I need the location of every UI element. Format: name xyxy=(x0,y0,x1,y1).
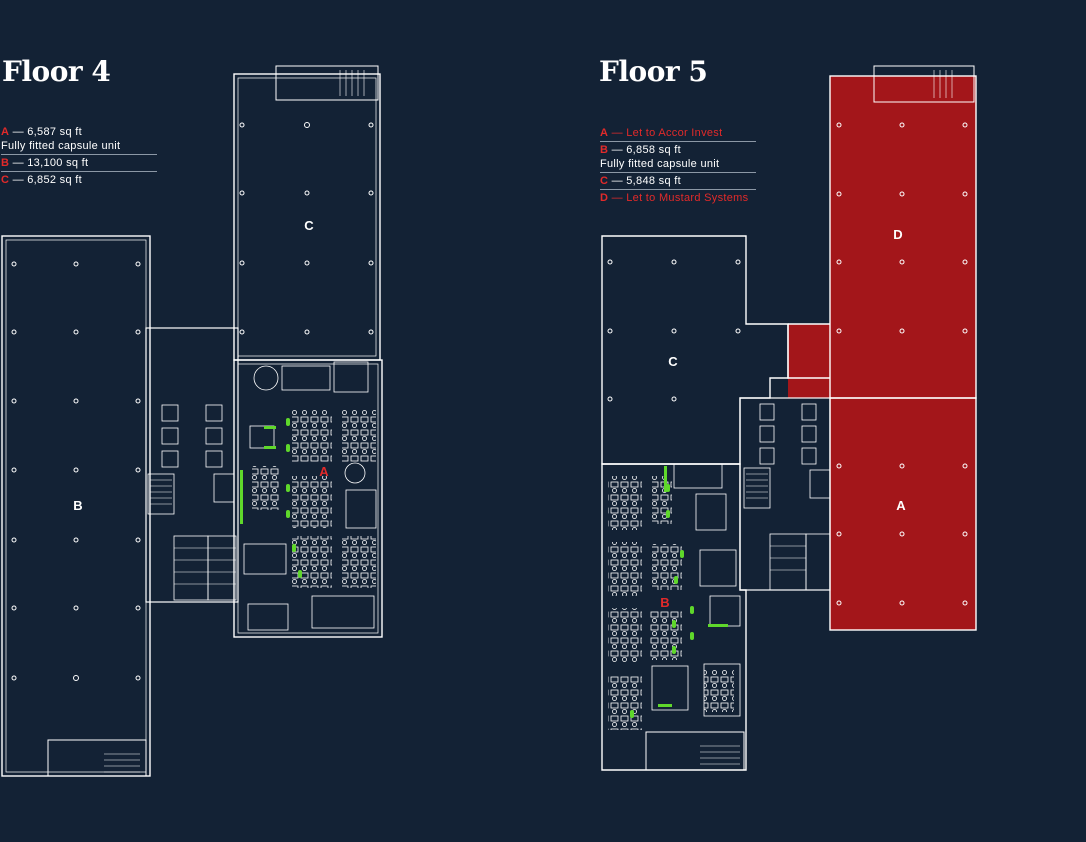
legend-key: D xyxy=(600,192,609,204)
legend-note: Fully fitted capsule unit xyxy=(1,140,121,152)
legend-entry-a: A — Let to Accor Invest xyxy=(600,125,756,142)
unit-d-extension-fill xyxy=(788,324,976,398)
legend-entry-d: D — Let to Mustard Systems xyxy=(600,190,756,206)
legend-entry-a: A — 6,587 sq ft Fully fitted capsule uni… xyxy=(1,124,157,155)
floor-5-workstations xyxy=(608,476,734,730)
legend-status: — Let to Accor Invest xyxy=(608,127,723,139)
floor-4-unit-c-label: C xyxy=(304,218,314,233)
legend-entry-c: C — 6,852 sq ft xyxy=(1,172,157,188)
floor-5-unit-a-label: A xyxy=(896,498,906,513)
legend-key: C xyxy=(600,175,609,187)
floor-4-fitout-highlights xyxy=(240,418,302,578)
legend-entry-b: B — 13,100 sq ft xyxy=(1,155,157,172)
floor-4-unit-a-label: A xyxy=(319,464,329,479)
legend-key: B xyxy=(600,144,609,156)
legend-area: — 5,848 sq ft xyxy=(608,175,681,187)
floor-5-columns xyxy=(607,122,968,606)
core-outline xyxy=(739,397,831,591)
legend-note: Fully fitted capsule unit xyxy=(600,158,720,170)
unit-d-fill xyxy=(788,76,976,398)
legend-area: — 6,858 sq ft xyxy=(608,144,681,156)
floor-5-title: Floor 5 xyxy=(599,55,708,88)
floor-4-legend: A — 6,587 sq ft Fully fitted capsule uni… xyxy=(1,124,157,188)
floor-4-plan xyxy=(1,65,383,777)
core-outline xyxy=(145,327,239,603)
legend-key: A xyxy=(600,127,609,139)
unit-c-outline xyxy=(233,73,381,361)
legend-area: — 6,587 sq ft xyxy=(9,126,82,138)
legend-status: — Let to Mustard Systems xyxy=(608,192,749,204)
legend-key: C xyxy=(1,174,10,186)
floor-4-columns xyxy=(11,122,374,681)
floor-5-let-areas xyxy=(788,76,976,630)
floor-4-unit-b-label: B xyxy=(73,498,82,513)
floor-5-unit-b-label: B xyxy=(660,595,669,610)
legend-entry-c: C — 5,848 sq ft xyxy=(600,173,756,190)
floor-4-title: Floor 4 xyxy=(2,55,111,88)
legend-area: — 13,100 sq ft xyxy=(9,157,89,169)
floor-4-workstations xyxy=(252,410,376,588)
floor-5-plan xyxy=(601,65,977,771)
legend-entry-b: B — 6,858 sq ft Fully fitted capsule uni… xyxy=(600,142,756,173)
legend-area: — 6,852 sq ft xyxy=(9,174,82,186)
floor-5-unit-d-label: D xyxy=(893,227,902,242)
floor-5-unit-c-label: C xyxy=(668,354,678,369)
floor-5-fitout-highlights xyxy=(630,466,728,718)
unit-a-fill xyxy=(830,398,976,630)
legend-key: B xyxy=(1,157,10,169)
legend-key: A xyxy=(1,126,10,138)
floor-5-legend: A — Let to Accor Invest B — 6,858 sq ft … xyxy=(600,125,756,206)
